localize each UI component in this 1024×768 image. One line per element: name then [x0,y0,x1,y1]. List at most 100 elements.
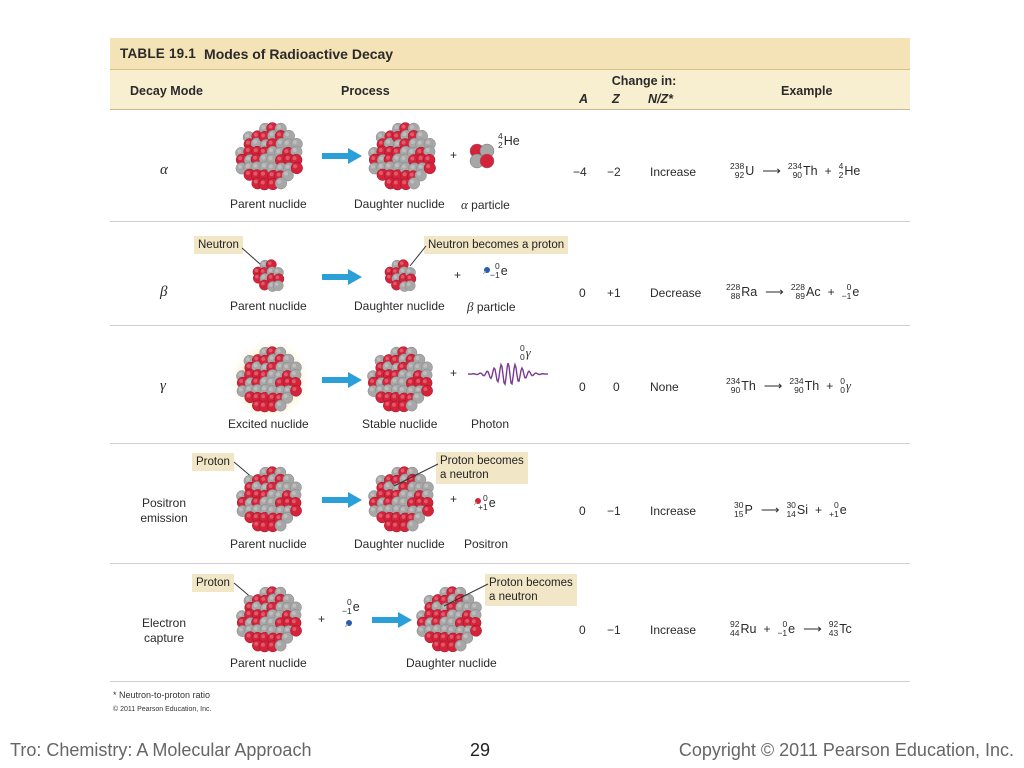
delta-a: 0 [579,623,586,637]
parent-nuclide-icon [236,586,302,653]
caption-particle: Positron [464,537,509,551]
table-name: Modes of Radioactive Decay [204,45,394,62]
header-nz: N/Z* [648,92,673,106]
caption-parent: Parent nuclide [230,537,307,551]
callout-line-icon [409,245,427,267]
decay-arrow-icon [322,148,362,164]
decay-table: TABLE 19.1 Modes of Radioactive Decay De… [110,38,910,682]
daughter-nuclide-icon [416,586,482,653]
electron-icon [482,267,490,275]
photon-wave-icon [467,362,549,387]
footer-copyright: Copyright © 2011 Pearson Education, Inc. [678,740,1014,760]
header-z: Z [612,92,620,106]
nz-change: Increase [650,504,697,518]
caption-daughter: Daughter nuclide [354,299,445,313]
caption-parent: Parent nuclide [230,656,307,670]
decay-arrow-icon [322,269,362,285]
delta-a: 0 [579,286,586,300]
caption-daughter: Daughter nuclide [354,537,445,551]
plus-sign: + [450,492,458,506]
nz-change: Decrease [650,286,702,300]
callout-neutron-becomes-proton: Neutron becomes a proton [424,236,569,254]
callout-proton: Proton [192,574,234,592]
decay-arrow-icon [322,372,362,388]
table-header: Decay Mode Process Change in: A Z N/Z* E… [110,70,910,110]
decay-mode-label: α [160,162,168,178]
delta-z: −1 [607,504,621,518]
parent-nuclide-icon [235,122,303,191]
row-beta: β Neutron Neutron becomes a proton + 0−1… [110,222,910,326]
caption-daughter: Stable nuclide [362,417,438,431]
alpha-particle-icon [469,143,495,169]
caption-daughter: Daughter nuclide [354,197,445,211]
table-number: TABLE 19.1 [120,46,197,61]
caption-parent: Parent nuclide [230,197,307,211]
positron-icon [473,498,481,506]
caption-daughter: Daughter nuclide [406,656,497,670]
caption-particle: α particle [461,197,510,212]
footnote: * Neutron-to-proton ratio [113,690,211,700]
decay-mode-label: β [160,284,168,300]
table-copyright: © 2011 Pearson Education, Inc. [113,706,212,713]
callout-line-icon [241,247,261,265]
parent-nuclide-icon [252,259,285,292]
plus-sign: + [454,268,462,282]
delta-z: −2 [607,165,621,179]
delta-z: 0 [613,380,620,394]
delta-a: −4 [573,165,587,179]
excited-nuclide-icon [236,346,302,413]
delta-z: −1 [607,623,621,637]
nz-change: None [650,380,679,394]
daughter-nuclide-icon [368,122,436,191]
header-process: Process [341,84,390,98]
electron-icon [344,620,352,628]
page-number: 29 [470,740,491,760]
callout-line-icon [443,583,489,607]
caption-particle: β particle [467,299,516,314]
callout-neutron: Neutron [194,236,243,254]
daughter-nuclide-icon [384,259,417,292]
table-title-bar: TABLE 19.1 Modes of Radioactive Decay [110,38,910,70]
plus-sign: + [318,612,326,626]
nz-change: Increase [650,623,697,637]
delta-z: +1 [607,286,621,300]
header-change-in: Change in: [611,74,677,88]
plus-sign: + [450,366,458,380]
nz-change: Increase [650,165,697,179]
delta-a: 0 [579,504,586,518]
caption-parent: Parent nuclide [230,299,307,313]
caption-particle: Photon [471,417,510,431]
stable-nuclide-icon [367,346,433,413]
caption-parent: Excited nuclide [228,417,309,431]
delta-a: 0 [579,380,586,394]
decay-arrow-icon [322,492,362,508]
header-example: Example [781,84,833,98]
plus-sign: + [450,148,458,162]
header-decay-mode: Decay Mode [130,84,203,98]
parent-nuclide-icon [236,466,302,533]
header-a: A [579,92,589,106]
decay-arrow-icon [372,612,412,628]
callout-line-icon [393,463,439,487]
decay-mode-label: γ [160,378,166,394]
footer-book-title: Tro: Chemistry: A Molecular Approach [10,740,312,760]
callout-proton: Proton [192,453,234,471]
